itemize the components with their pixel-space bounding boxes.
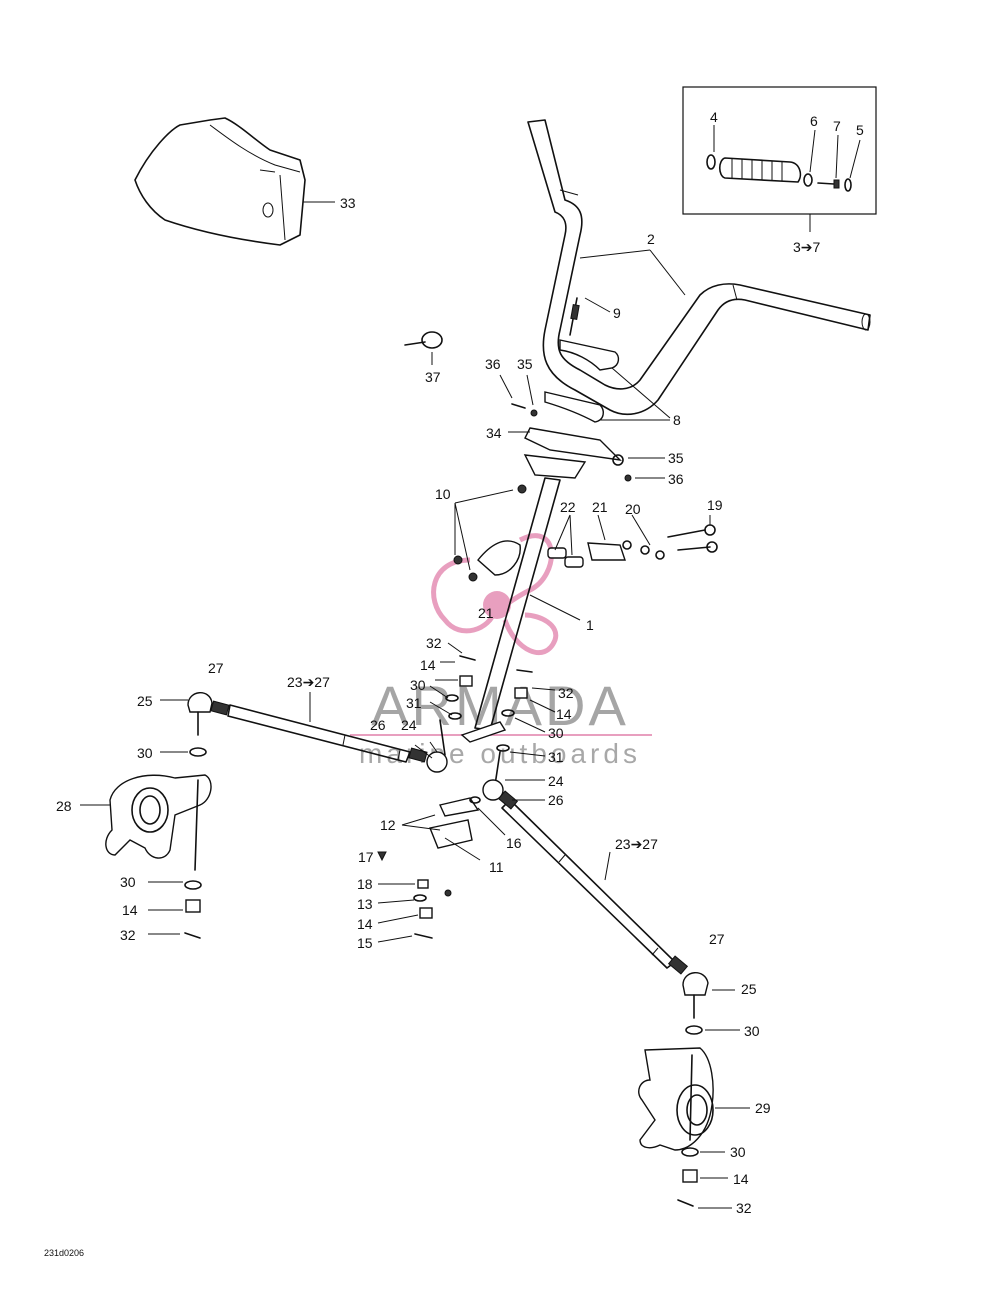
callout-36-right: 36 xyxy=(668,471,684,487)
callout-17: 17 xyxy=(358,849,374,865)
callout-32-col-left: 32 xyxy=(426,635,442,651)
callout-35-top: 35 xyxy=(517,356,533,372)
callout-15: 15 xyxy=(357,935,373,951)
callout-35-right: 35 xyxy=(668,450,684,466)
leader-lines xyxy=(377,642,556,943)
callout-26-left: 26 xyxy=(370,717,386,733)
callout-2: 2 xyxy=(647,231,655,247)
callout-14-col-right: 14 xyxy=(556,706,572,722)
callout-10: 10 xyxy=(435,486,451,502)
callout-21-right: 21 xyxy=(592,499,608,515)
callout-18: 18 xyxy=(357,876,373,892)
callout-12: 12 xyxy=(380,817,396,833)
tie-rod-left-part xyxy=(210,692,428,763)
callout-21-left: 21 xyxy=(478,605,494,621)
callout-1: 1 xyxy=(586,617,594,633)
knuckle-right-part xyxy=(638,972,750,1209)
handlebar-clamps-part xyxy=(544,297,671,423)
callout-30-right-top: 30 xyxy=(744,1023,760,1039)
callout-30-right-bottom: 30 xyxy=(730,1144,746,1160)
callout-24-left: 24 xyxy=(401,717,417,733)
column-support-part xyxy=(453,484,718,582)
callout-30-col-left: 30 xyxy=(410,677,426,693)
callout-13: 13 xyxy=(357,896,373,912)
inset-label-6: 6 xyxy=(810,113,818,129)
callout-33: 33 xyxy=(340,195,356,211)
callout-27-left: 27 xyxy=(208,660,224,676)
handlebar-part xyxy=(527,119,871,416)
callout-31-col-left: 31 xyxy=(406,695,422,711)
callout-14-col-bottom: 14 xyxy=(357,916,373,932)
callout-32-col-right: 32 xyxy=(558,685,574,701)
column-lower-part xyxy=(377,655,533,939)
reference-code: 231d0206 xyxy=(44,1248,84,1258)
callout-30-left-bottom: 30 xyxy=(120,874,136,890)
tie-rod-right-part xyxy=(497,790,689,975)
callout-27-right: 27 xyxy=(709,931,725,947)
callout-23-left: 23➔27 xyxy=(287,674,330,690)
callout-25-left: 25 xyxy=(137,693,153,709)
inset-label-7: 7 xyxy=(833,118,841,134)
callout-9: 9 xyxy=(613,305,621,321)
callout-22: 22 xyxy=(560,499,576,515)
callout-36-top: 36 xyxy=(485,356,501,372)
callout-28: 28 xyxy=(56,798,72,814)
callout-24-right: 24 xyxy=(548,773,564,789)
callout-26-right: 26 xyxy=(548,792,564,808)
callout-32-right: 32 xyxy=(736,1200,752,1216)
callouts: 33 37 2 9 8 36 35 34 35 36 10 22 21 20 1… xyxy=(56,195,771,1216)
callout-16: 16 xyxy=(506,835,522,851)
callout-14-col-left: 14 xyxy=(420,657,436,673)
callout-30-left-top: 30 xyxy=(137,745,153,761)
clip-part xyxy=(404,331,443,365)
callout-30-col-right: 30 xyxy=(548,725,564,741)
callout-14-right: 14 xyxy=(733,1171,749,1187)
callout-34: 34 xyxy=(486,425,502,441)
handlebar-cover-part xyxy=(134,117,335,246)
watermark-logo xyxy=(431,533,559,655)
callout-32-left: 32 xyxy=(120,927,136,943)
knuckle-left-part xyxy=(80,692,213,939)
steering-bracket-part xyxy=(499,374,665,482)
inset-label-5: 5 xyxy=(856,122,864,138)
callout-8: 8 xyxy=(673,412,681,428)
inset-label-4: 4 xyxy=(710,109,718,125)
callout-31-col-right: 31 xyxy=(548,749,564,765)
callout-14-left: 14 xyxy=(122,902,138,918)
callout-11: 11 xyxy=(489,859,504,875)
inset-caption: 3➔7 xyxy=(793,239,821,255)
grip-inset-box: 4 6 7 5 3➔7 xyxy=(682,86,877,255)
callout-25-right: 25 xyxy=(741,981,757,997)
callout-19: 19 xyxy=(707,497,723,513)
callout-20: 20 xyxy=(625,501,641,517)
callout-29: 29 xyxy=(755,1100,771,1116)
callout-23-right: 23➔27 xyxy=(615,836,658,852)
callout-37: 37 xyxy=(425,369,441,385)
